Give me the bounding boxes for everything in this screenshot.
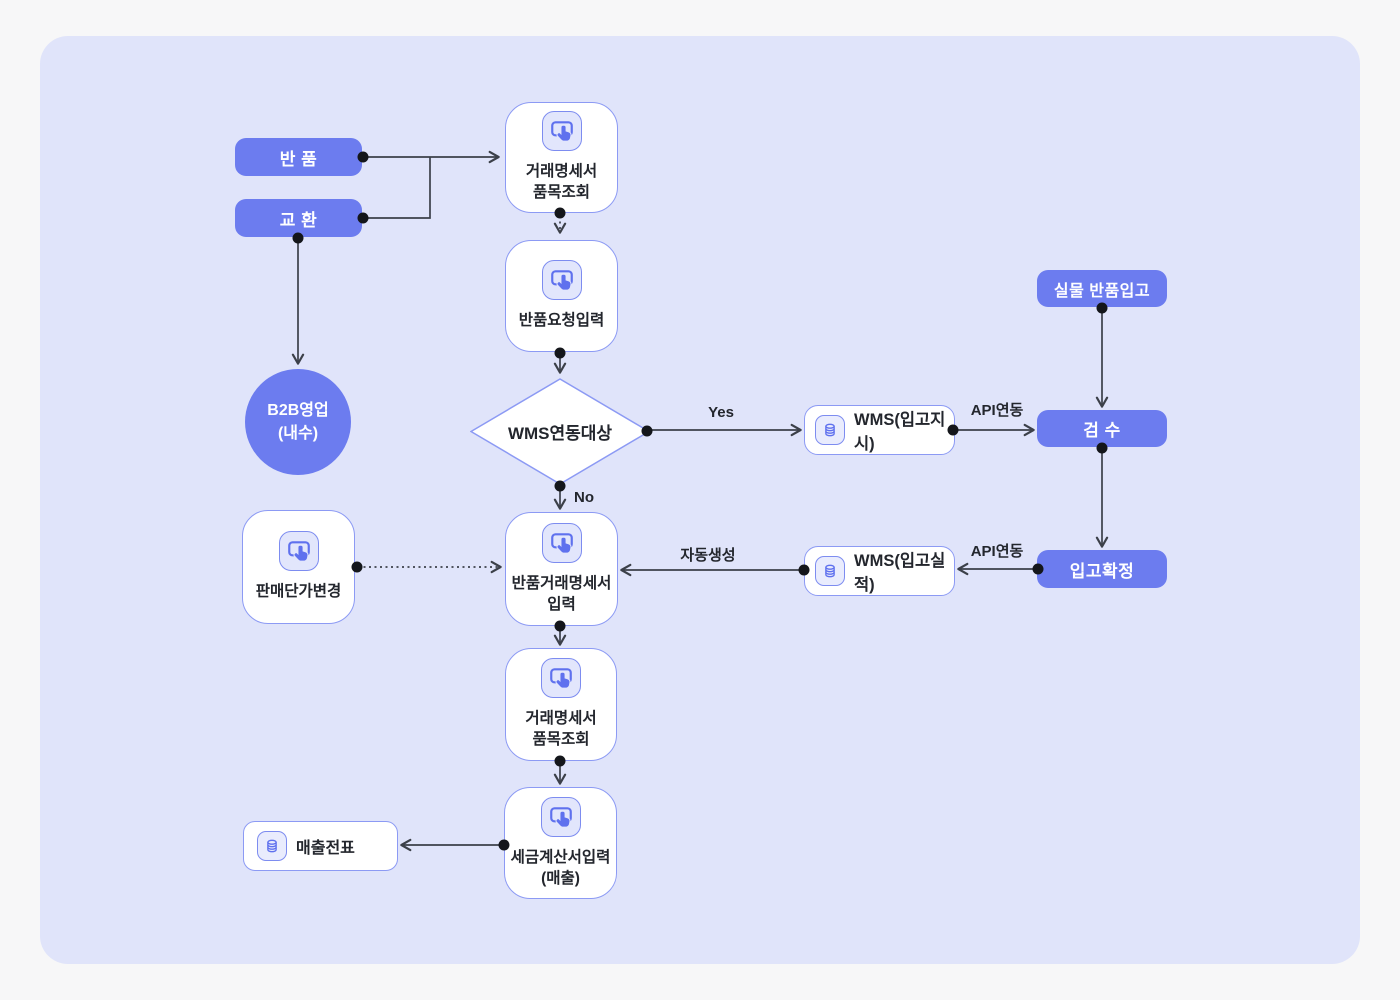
node-stmt-item-lookup-top-label: 거래명세서 품목조회: [525, 163, 598, 201]
node-physical-return-inbound: 실물 반품입고: [1037, 270, 1167, 307]
diagram-canvas: [40, 36, 1360, 964]
node-wms-inbound-result-label: WMS(입고실적): [854, 552, 946, 594]
node-return: 반 품: [235, 138, 362, 176]
node-stmt-item-lookup-bottom: 거래명세서 품목조회: [505, 648, 617, 761]
node-tax-invoice-input: 세금계산서입력 (매출): [504, 787, 617, 899]
node-b2b-sales: B2B영업 (내수): [245, 369, 351, 475]
node-tax-invoice-input-label: 세금계산서입력 (매출): [510, 848, 611, 887]
edge-label-auto-generate: 자동생성: [680, 547, 736, 564]
tap-icon: [541, 522, 582, 563]
node-wms-inbound-result: WMS(입고실적): [804, 546, 955, 596]
database-icon: [815, 556, 845, 586]
node-return-request-input-label: 반품요청입력: [518, 312, 605, 330]
node-sales-slip: 매출전표: [243, 821, 398, 871]
node-return-request-input: 반품요청입력: [505, 240, 618, 352]
node-inspection-label: 검 수: [1083, 421, 1121, 440]
node-inbound-confirm: 입고확정: [1037, 550, 1167, 588]
node-stmt-item-lookup-bottom-label: 거래명세서 품목조회: [525, 710, 597, 748]
node-wms-inbound-order-label: WMS(입고지시): [854, 411, 946, 453]
node-return-label: 반 품: [279, 149, 318, 169]
node-inspection: 검 수: [1037, 410, 1167, 447]
node-inbound-confirm-label: 입고확정: [1069, 561, 1135, 581]
edge-label-api-link-bottom: API연동: [970, 543, 1024, 560]
node-return-stmt-input: 반품거래명세서 입력: [505, 512, 618, 626]
node-exchange: 교 환: [235, 199, 362, 237]
node-exchange-label: 교 환: [279, 210, 318, 230]
database-icon: [815, 415, 845, 445]
tap-icon: [278, 531, 319, 572]
edge-label-api-link-top: API연동: [970, 402, 1024, 419]
node-sales-slip-label: 매출전표: [296, 840, 355, 857]
tap-icon: [540, 796, 581, 837]
tap-icon: [541, 260, 582, 301]
tap-icon: [541, 111, 582, 152]
decision-wms-target-label: WMS연동대상: [507, 424, 613, 443]
database-icon: [257, 831, 287, 861]
tap-icon: [541, 658, 581, 699]
edge-label-no: No: [574, 489, 594, 506]
node-physical-return-inbound-label: 실물 반품입고: [1053, 282, 1151, 300]
node-return-stmt-input-label: 반품거래명세서 입력: [511, 574, 612, 613]
node-sales-price-change: 판매단가변경: [242, 510, 355, 624]
edge-label-yes: Yes: [708, 404, 734, 421]
node-sales-price-change-label: 판매단가변경: [255, 583, 342, 601]
node-stmt-item-lookup-top: 거래명세서 품목조회: [505, 102, 618, 213]
decision-wms-target: WMS연동대상: [469, 378, 651, 485]
node-wms-inbound-order: WMS(입고지시): [804, 405, 955, 455]
node-b2b-sales-label: B2B영업 (내수): [267, 401, 329, 442]
